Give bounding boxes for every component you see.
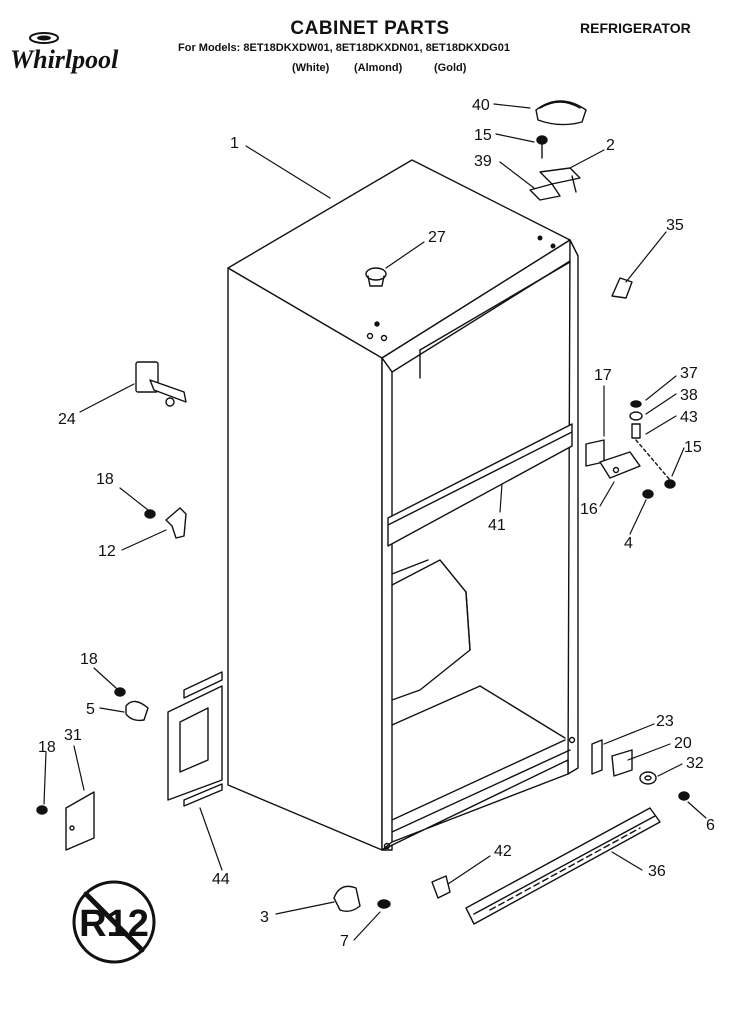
callout-15-right: 15	[684, 439, 702, 456]
callout-40: 40	[472, 97, 490, 114]
leader-lines	[43, 103, 707, 941]
callout-18: 18	[96, 471, 114, 488]
roller-part	[333, 885, 391, 913]
whirlpool-logo: Whirlpool	[10, 32, 119, 74]
color-almond-label: (Almond)	[354, 62, 403, 74]
callout-5: 5	[86, 701, 95, 718]
color-gold-label: (Gold)	[434, 62, 467, 74]
hinge-trim-part	[611, 277, 633, 299]
callout-7: 7	[340, 933, 349, 950]
callout-2: 2	[606, 137, 615, 154]
callout-41: 41	[488, 517, 506, 534]
hinge-cover-part	[535, 100, 587, 126]
callout-4: 4	[624, 535, 633, 552]
callout-27: 27	[428, 229, 446, 246]
top-hinge-part	[529, 167, 581, 201]
callout-23: 23	[656, 713, 674, 730]
toe-grille-part	[465, 807, 661, 925]
lower-hinge-right-part	[591, 739, 690, 801]
model-numbers: For Models: 8ET18DKXDW01, 8ET18DKXDN01, …	[178, 42, 510, 54]
callout-32: 32	[686, 755, 704, 772]
callout-44: 44	[212, 871, 230, 888]
whirlpool-logo-text: Whirlpool	[10, 45, 119, 74]
plug-part	[365, 267, 387, 287]
lower-hinge-left-part	[114, 687, 149, 722]
callout-12: 12	[98, 543, 116, 560]
callout-20: 20	[674, 735, 692, 752]
callout-18-low: 18	[38, 739, 56, 756]
callout-6: 6	[706, 817, 715, 834]
callout-17: 17	[594, 367, 612, 384]
callout-35: 35	[666, 217, 684, 234]
r12-badge-text: R12	[79, 903, 149, 945]
screw-part	[536, 135, 548, 159]
appliance-category: REFRIGERATOR	[580, 20, 691, 36]
callout-39: 39	[474, 153, 492, 170]
callout-3: 3	[260, 909, 269, 926]
callout-43: 43	[680, 409, 698, 426]
cabinet-body	[227, 159, 579, 851]
door-closer-part	[144, 507, 187, 539]
door-stop-part	[135, 361, 187, 407]
clip-part	[431, 875, 451, 899]
color-white-label: (White)	[292, 62, 330, 74]
center-hinge-part	[585, 400, 676, 499]
callout-1: 1	[230, 135, 239, 152]
callout-37: 37	[680, 365, 698, 382]
r12-badge: R12	[72, 880, 156, 964]
callout-38: 38	[680, 387, 698, 404]
side-bracket-part	[167, 671, 223, 807]
callout-42: 42	[494, 843, 512, 860]
callout-36: 36	[648, 863, 666, 880]
callout-18-mid: 18	[80, 651, 98, 668]
callout-15: 15	[474, 127, 492, 144]
callout-31: 31	[64, 727, 82, 744]
divider-rail	[387, 423, 573, 547]
hinge-cover-left-part	[36, 791, 95, 851]
callout-24: 24	[58, 411, 76, 428]
callout-16: 16	[580, 501, 598, 518]
page-title: CABINET PARTS	[290, 18, 450, 39]
